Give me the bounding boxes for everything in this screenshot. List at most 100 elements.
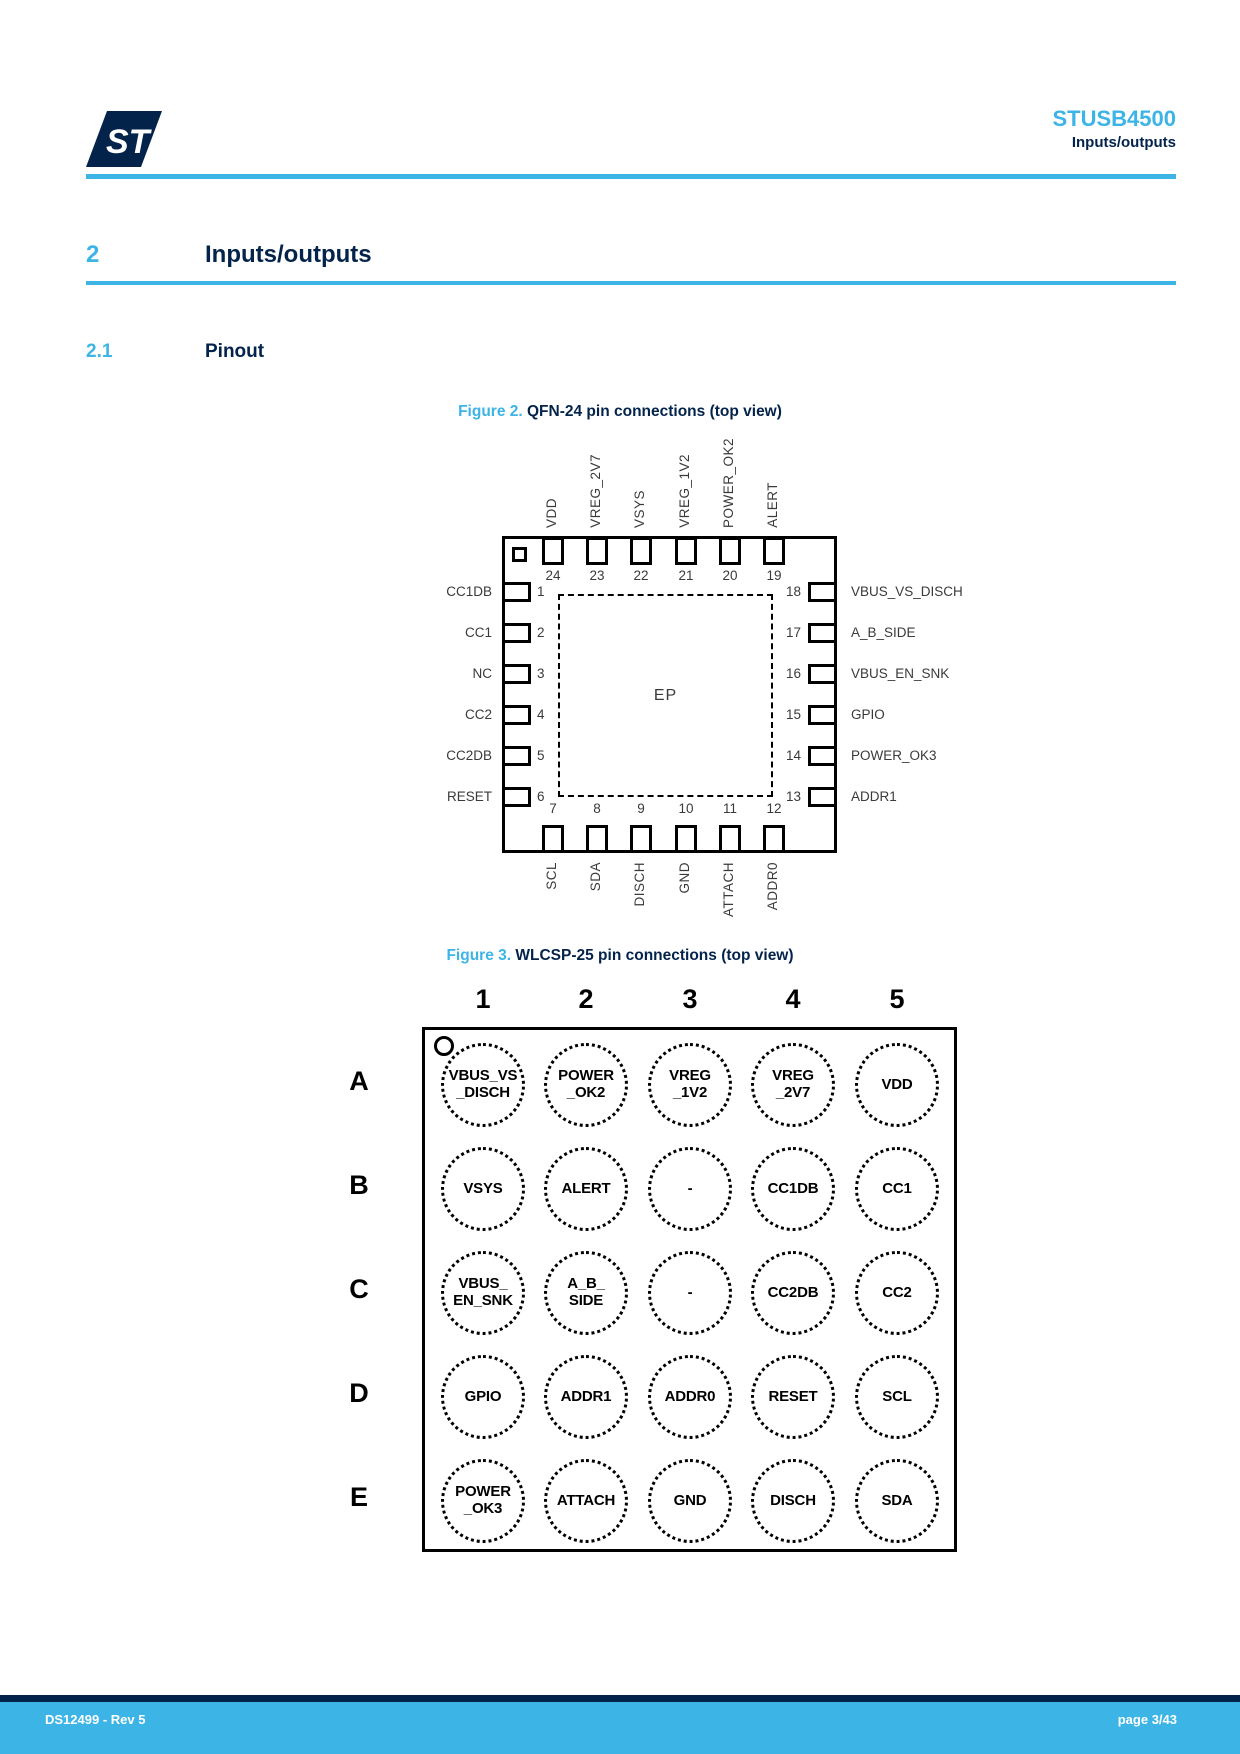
wlcsp-ball-B4: CC1DB bbox=[751, 1147, 835, 1231]
qfn-pin-23 bbox=[586, 537, 608, 565]
wlcsp-column-header-4: 4 bbox=[785, 984, 801, 1014]
wlcsp-row-header-E: E bbox=[349, 1482, 368, 1512]
figure2-caption-title: QFN-24 pin connections (top view) bbox=[527, 403, 782, 420]
figure2-caption-label: Figure 2. bbox=[458, 403, 523, 420]
qfn-pin-number-8: 8 bbox=[593, 801, 601, 816]
footer-bar bbox=[0, 1702, 1240, 1754]
wlcsp-row-header-B: B bbox=[349, 1170, 369, 1200]
wlcsp-column-header-2: 2 bbox=[578, 984, 594, 1014]
qfn-pin-number-7: 7 bbox=[549, 801, 557, 816]
qfn-pin-number-12: 12 bbox=[766, 801, 782, 816]
wlcsp-ball-B5: CC1 bbox=[855, 1147, 939, 1231]
qfn-pin-number-14: 14 bbox=[785, 748, 801, 763]
qfn-pin-label-24: VDD bbox=[544, 497, 559, 528]
qfn-pin-label-9: DISCH bbox=[632, 862, 647, 907]
qfn-pin-8 bbox=[586, 825, 608, 853]
figure2-caption: Figure 2. QFN-24 pin connections (top vi… bbox=[75, 403, 1165, 421]
subsection-number: 2.1 bbox=[86, 341, 113, 362]
qfn-pin-number-17: 17 bbox=[785, 625, 801, 640]
qfn-pin-label-10: GND bbox=[677, 862, 692, 894]
qfn-pin-number-2: 2 bbox=[537, 625, 545, 640]
wlcsp-ball-A1: VBUS_VS _DISCH bbox=[441, 1043, 525, 1127]
qfn-pin-label-22: VSYS bbox=[632, 489, 647, 528]
qfn-pin-22 bbox=[630, 537, 652, 565]
qfn-pin-3 bbox=[502, 664, 531, 684]
qfn-pin-13 bbox=[808, 787, 837, 807]
svg-text:ST: ST bbox=[106, 123, 153, 161]
wlcsp-ball-A2: POWER _OK2 bbox=[544, 1043, 628, 1127]
qfn-pin-number-11: 11 bbox=[722, 801, 737, 816]
wlcsp-row-header-A: A bbox=[349, 1066, 369, 1096]
qfn-pin-10 bbox=[675, 825, 697, 853]
qfn-pin-17 bbox=[808, 623, 837, 643]
qfn-pin-24 bbox=[542, 537, 564, 565]
qfn-pin-number-1: 1 bbox=[537, 584, 545, 599]
qfn-pin-number-21: 21 bbox=[678, 568, 694, 583]
qfn-pin-number-15: 15 bbox=[785, 707, 801, 722]
qfn-pin-9 bbox=[630, 825, 652, 853]
qfn-pin-label-6: RESET bbox=[446, 789, 492, 804]
wlcsp-ball-C2: A_B_ SIDE bbox=[544, 1251, 628, 1335]
product-title: STUSB4500 bbox=[1052, 106, 1176, 131]
header-subtitle: Inputs/outputs bbox=[1071, 134, 1176, 151]
wlcsp-ball-D5: SCL bbox=[855, 1355, 939, 1439]
qfn-pin-label-21: VREG_1V2 bbox=[677, 454, 692, 528]
qfn-pin-label-16: VBUS_EN_SNK bbox=[851, 666, 950, 681]
wlcsp-ball-B3: - bbox=[648, 1147, 732, 1231]
wlcsp-ball-C1: VBUS_ EN_SNK bbox=[441, 1251, 525, 1335]
qfn-pin-20 bbox=[719, 537, 741, 565]
qfn-pin-label-7: SCL bbox=[544, 862, 559, 890]
wlcsp-ball-E5: SDA bbox=[855, 1459, 939, 1543]
subsection-title: Pinout bbox=[205, 341, 265, 362]
wlcsp-column-header-3: 3 bbox=[682, 984, 698, 1014]
qfn-pin-label-3: NC bbox=[472, 666, 493, 681]
qfn-pin-5 bbox=[502, 746, 531, 766]
qfn-pin-21 bbox=[675, 537, 697, 565]
qfn-pin-number-24: 24 bbox=[545, 568, 561, 583]
qfn-pin-number-9: 9 bbox=[637, 801, 645, 816]
qfn-exposed-pad: EP bbox=[558, 594, 773, 797]
wlcsp-ball-C5: CC2 bbox=[855, 1251, 939, 1335]
wlcsp-ball-A4: VREG _2V7 bbox=[751, 1043, 835, 1127]
qfn-pin-number-13: 13 bbox=[785, 789, 801, 804]
qfn-pin-number-18: 18 bbox=[785, 584, 801, 599]
qfn-pin-11 bbox=[719, 825, 741, 853]
qfn-pin-label-19: ALERT bbox=[765, 482, 780, 528]
qfn-pin-number-16: 16 bbox=[785, 666, 801, 681]
wlcsp-grid-outline bbox=[422, 1027, 957, 1552]
qfn-pin-number-20: 20 bbox=[722, 568, 738, 583]
qfn-pin-number-6: 6 bbox=[537, 789, 545, 804]
qfn-pin-number-10: 10 bbox=[678, 801, 694, 816]
wlcsp-ball-E3: GND bbox=[648, 1459, 732, 1543]
section-number: 2 bbox=[86, 241, 100, 268]
qfn-pin-label-14: POWER_OK3 bbox=[851, 748, 937, 763]
qfn-pin-number-19: 19 bbox=[766, 568, 782, 583]
qfn-pin-4 bbox=[502, 705, 531, 725]
wlcsp-column-header-1: 1 bbox=[475, 984, 491, 1014]
qfn-pin-number-4: 4 bbox=[537, 707, 545, 722]
qfn-pin-1 bbox=[502, 582, 531, 602]
wlcsp-ball-E4: DISCH bbox=[751, 1459, 835, 1543]
qfn-pin-label-20: POWER_OK2 bbox=[721, 437, 736, 528]
qfn-pin-14 bbox=[808, 746, 837, 766]
wlcsp-ball-D4: RESET bbox=[751, 1355, 835, 1439]
qfn-pin-label-11: ATTACH bbox=[721, 862, 736, 917]
qfn-pin-label-13: ADDR1 bbox=[851, 789, 897, 804]
qfn-pin-6 bbox=[502, 787, 531, 807]
qfn-pin-15 bbox=[808, 705, 837, 725]
wlcsp-ball-A3: VREG _1V2 bbox=[648, 1043, 732, 1127]
wlcsp-row-header-C: C bbox=[349, 1274, 369, 1304]
section-rule bbox=[86, 281, 1176, 285]
qfn-pin-label-18: VBUS_VS_DISCH bbox=[851, 584, 963, 599]
qfn-pin-label-8: SDA bbox=[588, 862, 603, 892]
wlcsp-ball-C4: CC2DB bbox=[751, 1251, 835, 1335]
footer-page-number: page 3/43 bbox=[1117, 1712, 1177, 1727]
wlcsp-row-header-D: D bbox=[349, 1378, 369, 1408]
qfn-pin-2 bbox=[502, 623, 531, 643]
qfn-pin-label-23: VREG_2V7 bbox=[588, 454, 603, 528]
qfn-pin-number-5: 5 bbox=[537, 748, 545, 763]
qfn-pin-label-5: CC2DB bbox=[446, 748, 492, 763]
wlcsp-ball-E2: ATTACH bbox=[544, 1459, 628, 1543]
footer-navy-stripe bbox=[0, 1695, 1240, 1702]
